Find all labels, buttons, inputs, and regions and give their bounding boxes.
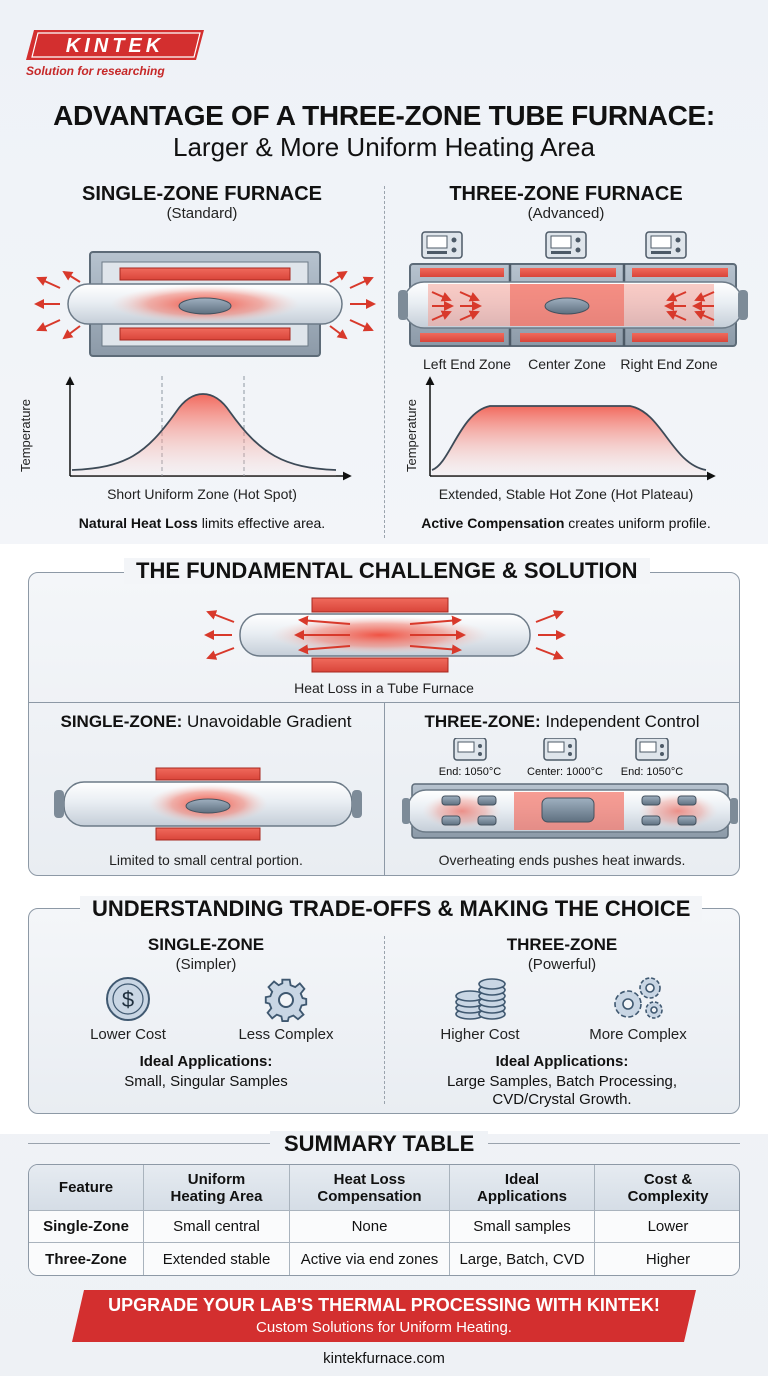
single-zone-title: SINGLE-ZONE FURNACE: [82, 183, 322, 205]
table-row: Single-Zone Small central None Small sam…: [29, 1211, 739, 1243]
tradeoff-single-apps: Small, Singular Samples: [124, 1073, 288, 1090]
gear-icon: [264, 978, 308, 1022]
tradeoff-single-pro-complexity: Less Complex: [238, 1026, 334, 1043]
tradeoff-three-apps-line2: CVD/Crystal Growth.: [492, 1091, 632, 1108]
three-zone-subtitle: (Advanced): [527, 205, 605, 222]
tradeoff-single-apps-title: Ideal Applications:: [139, 1053, 273, 1070]
table-header: Feature: [29, 1165, 144, 1211]
table-cell: Small central: [144, 1211, 290, 1243]
single-zone-gradient-diagram: [54, 767, 362, 841]
three-zone-control-caption: Overheating ends pushes heat inwards.: [438, 852, 686, 868]
cta-banner[interactable]: [72, 1290, 696, 1342]
single-zone-furnace-diagram: [34, 251, 376, 357]
page-title: ADVANTAGE OF A THREE-ZONE TUBE FURNACE:: [53, 100, 715, 131]
controller-label-left: End: 1050°C: [438, 766, 502, 778]
tradeoff-single-title: SINGLE-ZONE: [147, 935, 265, 954]
controller-icon: [453, 738, 487, 761]
table-cell: Higher: [595, 1243, 739, 1275]
tradeoffs-title: UNDERSTANDING TRADE-OFFS & MAKING THE CH…: [80, 896, 703, 922]
tradeoff-three-con-complexity: More Complex: [589, 1026, 687, 1043]
svg-text:KINTEK: KINTEK: [66, 35, 164, 57]
single-zone-gradient-title: SINGLE-ZONE: Unavoidable Gradient: [60, 712, 352, 731]
controller-label-center: Center: 1000°C: [527, 766, 603, 778]
controller-icon: [635, 738, 669, 761]
challenge-title: THE FUNDAMENTAL CHALLENGE & SOLUTION: [124, 558, 650, 584]
zone-label-right: Right End Zone: [620, 356, 718, 372]
heat-loss-caption: Heat Loss in a Tube Furnace: [294, 680, 474, 696]
gears-icon: [614, 977, 663, 1019]
three-zone-graph-caption: Extended, Stable Hot Zone (Hot Plateau): [438, 486, 694, 502]
three-zone-axis-y-label: Temperature: [404, 399, 419, 472]
cta-headline: UPGRADE YOUR LAB'S THERMAL PROCESSING WI…: [108, 1295, 660, 1315]
controller-label-right: End: 1050°C: [620, 766, 684, 778]
page-subtitle: Larger & More Uniform Heating Area: [173, 132, 595, 162]
single-zone-temperature-graph: [65, 376, 352, 481]
table-cell: Three-Zone: [29, 1243, 144, 1275]
cta-subline: Custom Solutions for Uniform Heating.: [256, 1319, 512, 1336]
table-cell: Single-Zone: [29, 1211, 144, 1243]
heat-loss-diagram: [204, 597, 566, 673]
three-zone-note: Active Compensation creates uniform prof…: [421, 515, 711, 531]
tradeoff-three-subtitle: (Powerful): [527, 956, 597, 973]
table-cell: Small samples: [450, 1211, 595, 1243]
table-cell: None: [290, 1211, 450, 1243]
website-link[interactable]: kintekfurnace.com: [323, 1350, 445, 1367]
brand-tagline: Solution for researching: [26, 64, 165, 78]
three-zone-control-title: THREE-ZONE: Independent Control: [424, 712, 700, 731]
tradeoff-single-subtitle: (Simpler): [175, 956, 237, 973]
three-zone-control-diagram: [402, 783, 738, 839]
tradeoff-three-title: THREE-ZONE: [506, 935, 618, 954]
single-zone-note: Natural Heat Loss limits effective area.: [78, 515, 326, 531]
single-zone-axis-y-label: Temperature: [18, 399, 33, 472]
zone-label-left: Left End Zone: [423, 356, 511, 372]
tradeoff-three-apps-title: Ideal Applications:: [495, 1053, 629, 1070]
single-zone-graph-caption: Short Uniform Zone (Hot Spot): [107, 486, 297, 502]
controller-icon: [421, 231, 463, 259]
challenge-split-vertical: [384, 702, 385, 876]
three-zone-title: THREE-ZONE FURNACE: [449, 183, 683, 205]
table-row: Three-Zone Extended stable Active via en…: [29, 1243, 739, 1275]
table-cell: Large, Batch, CVD: [450, 1243, 595, 1275]
tradeoff-three-con-cost: Higher Cost: [440, 1026, 520, 1043]
table-header: Cost &Complexity: [595, 1165, 739, 1211]
table-cell: Extended stable: [144, 1243, 290, 1275]
coin-stack-icon: [455, 978, 506, 1020]
controller-icon: [543, 738, 577, 761]
tradeoff-three-apps-line1: Large Samples, Batch Processing,: [446, 1073, 678, 1090]
zone-label-center: Center Zone: [528, 356, 606, 372]
table-cell: Lower: [595, 1211, 739, 1243]
svg-text:$: $: [122, 987, 134, 1012]
zone-controllers: [453, 738, 669, 761]
kintek-logo: KINTEK: [26, 30, 204, 60]
table-cell: Active via end zones: [290, 1243, 450, 1275]
tradeoff-single-pro-cost: Lower Cost: [90, 1026, 166, 1043]
comparison-divider: [384, 186, 385, 538]
summary-title: SUMMARY TABLE: [270, 1131, 489, 1157]
tradeoffs-divider: [384, 936, 385, 1104]
single-zone-gradient-caption: Limited to small central portion.: [109, 852, 303, 868]
three-zone-temperature-graph: [425, 376, 716, 481]
dollar-coin-icon: $: [106, 977, 150, 1021]
single-zone-subtitle: (Standard): [166, 205, 238, 222]
three-zone-furnace-diagram: [398, 231, 748, 347]
